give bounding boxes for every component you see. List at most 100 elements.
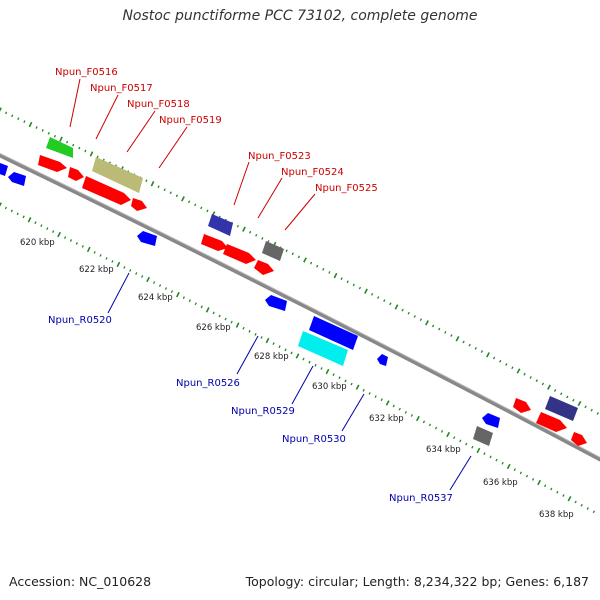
gene-forward-block[interactable] (46, 137, 73, 158)
gene-label-forward[interactable]: Npun_F0519 (159, 115, 222, 126)
inner-tick-mark (170, 290, 174, 293)
gene-reverse-block[interactable] (265, 295, 287, 311)
gene-forward-block[interactable] (92, 157, 143, 193)
gene-label-reverse[interactable]: Npun_R0537 (389, 493, 453, 504)
gene-reverse-block[interactable] (298, 331, 348, 366)
gene-forward-block[interactable] (262, 241, 284, 261)
gene-reverse-block[interactable] (137, 231, 157, 246)
inner-tick-mark (446, 431, 451, 438)
inner-tick-mark (254, 332, 257, 336)
gene-reverse-block[interactable] (309, 316, 358, 350)
inner-tick-mark (586, 507, 589, 510)
outer-tick-mark (303, 257, 307, 263)
inner-tick-mark (415, 415, 420, 422)
inner-tick-mark (16, 212, 19, 216)
gene-label-forward[interactable]: Npun_F0523 (248, 151, 311, 162)
gene-label-forward[interactable]: Npun_F0518 (127, 99, 190, 110)
reverse-genes (0, 163, 500, 446)
gene-label-forward[interactable]: Npun_F0525 (315, 183, 378, 194)
gene-reverse-block[interactable] (377, 354, 388, 366)
gene-forward-block[interactable] (223, 244, 256, 264)
gene-forward-block[interactable] (68, 167, 84, 181)
outer-tick-mark (529, 376, 532, 379)
inner-tick-mark (513, 468, 516, 472)
gene-reverse-block[interactable] (482, 413, 500, 428)
gene-forward-block[interactable] (571, 432, 587, 446)
inner-tick-mark (495, 458, 498, 462)
gene-label-forward[interactable]: Npun_F0516 (55, 67, 118, 78)
outer-tick-mark (547, 384, 551, 390)
outer-tick-mark (316, 264, 319, 268)
outer-tick-mark (291, 252, 294, 256)
outer-tick-mark (297, 255, 300, 259)
inner-tick-mark (205, 307, 210, 313)
inner-tick-mark (355, 384, 360, 390)
scale-tick-label: 622 kbp (79, 265, 114, 275)
outer-tick-mark (17, 117, 20, 121)
gene-reverse-block[interactable] (0, 163, 8, 176)
outer-tick-mark (28, 121, 33, 128)
gene-label-forward[interactable]: Npun_F0524 (281, 167, 344, 178)
outer-tick-mark (523, 372, 526, 376)
gene-label-forward[interactable]: Npun_F0517 (90, 83, 153, 94)
inner-tick-mark (235, 322, 240, 328)
outer-tick-mark (566, 395, 569, 399)
inner-tick-mark (556, 490, 559, 494)
inner-tick-mark (574, 500, 577, 504)
outer-tick-mark (431, 324, 435, 328)
outer-tick-mark (66, 140, 69, 144)
inner-tick-mark (0, 202, 2, 207)
outer-tick-mark (11, 114, 14, 118)
inner-tick-track (0, 202, 596, 514)
outer-tick-mark (444, 330, 447, 334)
inner-tick-mark (46, 227, 49, 230)
gene-forward-block[interactable] (254, 260, 274, 275)
gene-forward-block[interactable] (38, 155, 67, 172)
gene-forward-block[interactable] (131, 198, 147, 211)
outer-tick-mark (407, 311, 410, 315)
gene-label-reverse[interactable]: Npun_R0526 (176, 378, 240, 389)
inner-tick-mark (385, 400, 390, 406)
inner-tick-mark (182, 296, 185, 300)
outer-tick-mark (242, 226, 246, 232)
outer-tick-mark (340, 277, 343, 280)
gene-forward-block[interactable] (82, 176, 131, 205)
outer-tick-mark (450, 334, 453, 337)
outer-tick-mark (78, 146, 81, 150)
outer-tick-mark (255, 234, 258, 237)
outer-tick-mark (480, 350, 484, 353)
inner-tick-mark (242, 326, 245, 330)
outer-tick-mark (462, 340, 465, 344)
outer-tick-mark (0, 107, 2, 112)
inner-tick-mark (111, 260, 114, 263)
outer-tick-mark (377, 296, 380, 299)
gene-forward-block[interactable] (201, 234, 228, 251)
outer-tick-mark (560, 392, 563, 396)
gene-label-reverse[interactable]: Npun_R0529 (231, 406, 295, 417)
inner-tick-mark (164, 287, 168, 290)
gene-forward-block[interactable] (208, 214, 233, 236)
outer-tick-mark (474, 346, 477, 350)
inner-tick-mark (86, 246, 91, 253)
gene-reverse-block[interactable] (8, 172, 26, 186)
gene-reverse-block[interactable] (473, 426, 493, 446)
inner-tick-mark (105, 257, 108, 260)
gene-forward-block[interactable] (545, 396, 578, 421)
outer-tick-mark (413, 315, 416, 318)
inner-tick-mark (580, 503, 583, 507)
gene-label-reverse[interactable]: Npun_R0530 (282, 434, 346, 445)
inner-tick-mark (129, 269, 132, 272)
inner-tick-mark (338, 376, 341, 380)
outer-tick-mark (188, 200, 191, 204)
inner-tick-mark (75, 242, 78, 245)
outer-tick-mark (425, 320, 429, 326)
inner-tick-mark (69, 239, 73, 242)
gene-label-reverse[interactable]: Npun_R0520 (48, 315, 112, 326)
gene-forward-block[interactable] (536, 412, 567, 432)
inner-tick-mark (152, 281, 156, 284)
scale-tick-label: 636 kbp (483, 478, 518, 488)
inner-tick-mark (308, 360, 311, 364)
scale-tick-label: 630 kbp (312, 382, 347, 392)
inner-tick-mark (248, 329, 251, 333)
gene-forward-block[interactable] (513, 398, 531, 413)
